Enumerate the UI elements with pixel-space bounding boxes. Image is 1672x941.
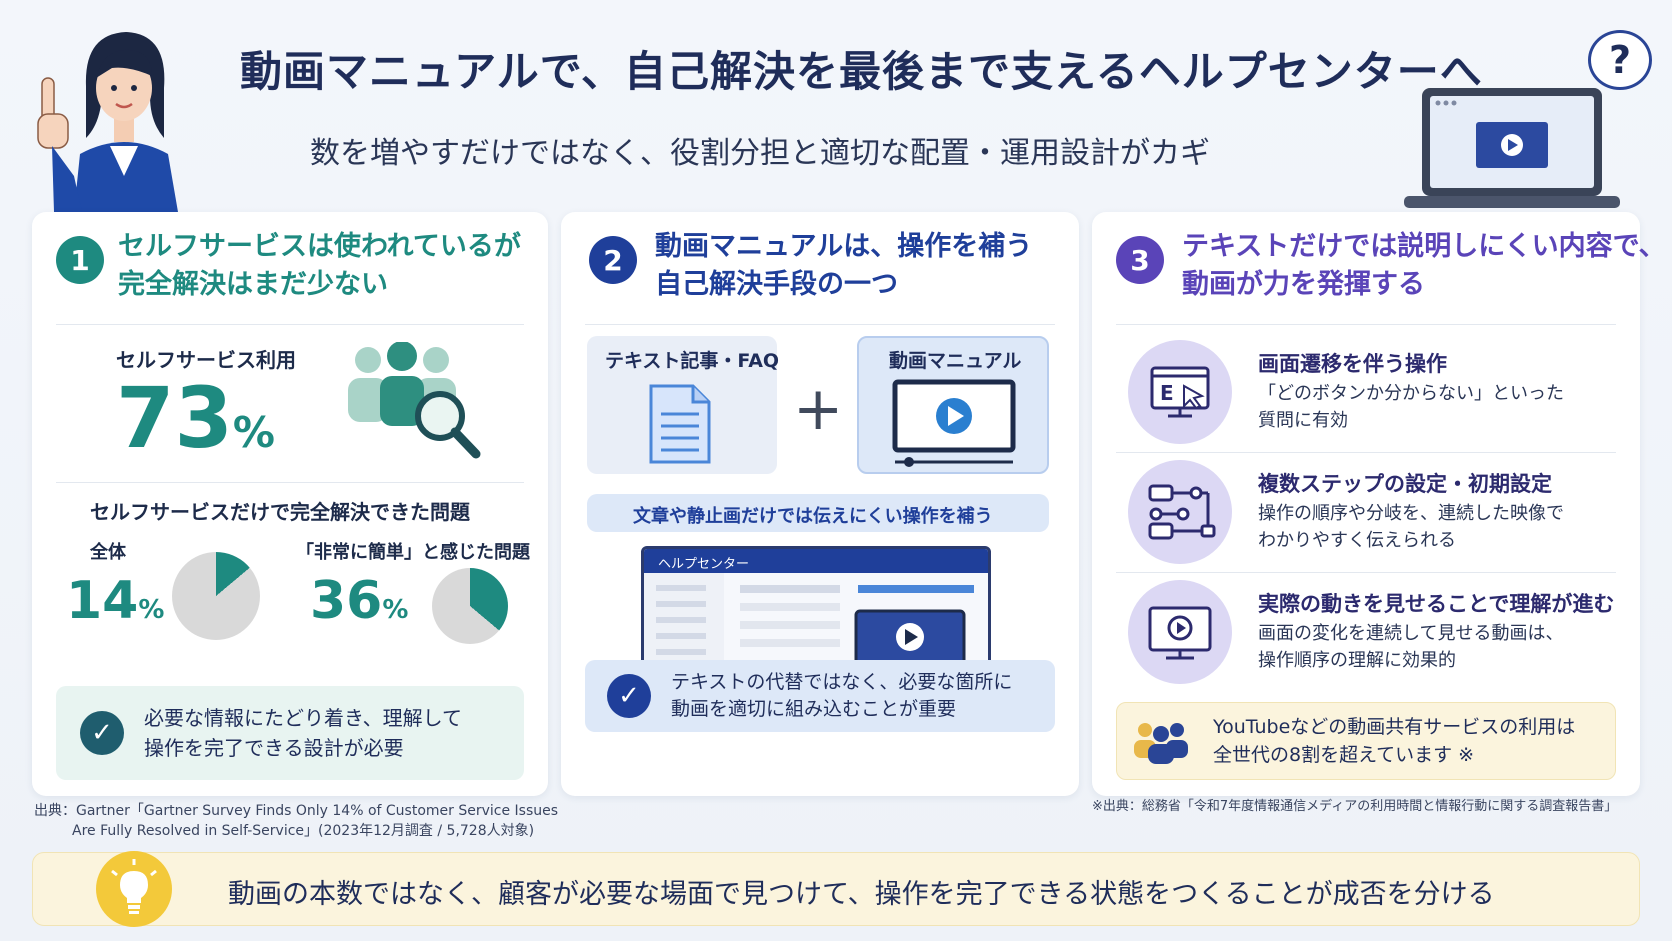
card1-title-line1: セルフサービスは使われているが [118, 231, 521, 262]
document-icon [649, 384, 711, 464]
card3-note-line2: 全世代の8割を超えています ※ [1213, 744, 1475, 766]
help-center-content [644, 573, 974, 667]
help-center-mock: ヘルプセンター [641, 546, 991, 670]
video-manual-label: 動画マニュアル [889, 350, 1022, 372]
card2-note: ✓ テキストの代替ではなく、必要な箇所に 動画を適切に組み込むことが重要 [585, 660, 1055, 732]
conclusion-text: 動画の本数ではなく、顧客が必要な場面で見つけて、操作を完了できる状態をつくること… [228, 879, 1495, 910]
feature-title: 複数ステップの設定・初期設定 [1258, 472, 1552, 496]
supplement-bar [587, 494, 1049, 532]
card-self-service: 1 セルフサービスは使われているが 完全解決はまだ少ない セルフサービス利用 7… [32, 212, 548, 796]
card1-title-line2: 完全解決はまだ少ない [118, 269, 388, 300]
video-player-icon [892, 379, 1016, 467]
card3-note: YouTubeなどの動画共有サービスの利用は 全世代の8割を超えています ※ [1116, 702, 1616, 780]
card2-title-line1: 動画マニュアルは、操作を補う [655, 231, 1033, 262]
easy-label: 「非常に簡単」と感じた問題 [296, 542, 530, 563]
people-group-icon [1134, 723, 1188, 764]
pie-chart-easy [432, 568, 508, 644]
card3-title-line1: テキストだけでは説明しにくい内容で、 [1182, 231, 1666, 262]
usage-label: セルフサービス利用 [116, 348, 296, 372]
usage-value: 73% [116, 369, 275, 467]
page-title: 動画マニュアルで、自己解決を最後まで支えるヘルプセンターへ [240, 47, 1483, 96]
card1-note: ✓ 必要な情報にたどり着き、理解して 操作を完了できる設計が必要 [56, 686, 524, 780]
check-icon: ✓ [80, 711, 124, 755]
pie-chart-overall [172, 552, 260, 640]
overall-value: 14% [66, 571, 165, 631]
feature-desc: 画面の変化を連続して見せる動画は、操作順序の理解に効果的 [1258, 623, 1564, 671]
screen-transition-icon: E [1128, 340, 1232, 444]
laptop-video-illustration [1404, 88, 1620, 208]
supplement-label: 文章や静止画だけでは伝えにくい操作を補う [633, 506, 993, 527]
feature-title: 実際の動きを見せることで理解が進む [1258, 592, 1615, 616]
check-icon: ✓ [607, 674, 651, 718]
svg-text:E: E [1160, 381, 1174, 405]
card-number-badge: 1 [56, 236, 104, 284]
card1-note-line2: 操作を完了できる設計が必要 [144, 736, 404, 760]
source-gartner: 出典：Gartner「Gartner Survey Finds Only 14%… [34, 803, 559, 839]
question-mark-icon: ? [1608, 38, 1632, 82]
source-soumu: ※出典：総務省「令和7年度情報通信メディアの利用時間と情報行動に関する調査報告書… [1092, 799, 1618, 814]
card3-note-line1: YouTubeなどの動画共有サービスの利用は [1213, 716, 1576, 738]
feature-desc: 「どのボタンか分からない」といった質問に有効 [1258, 383, 1564, 431]
plus-icon: + [793, 374, 844, 444]
feature-title: 画面遷移を伴う操作 [1258, 352, 1447, 376]
help-question-bubble: ? [1588, 30, 1652, 90]
card-video-strengths: 3 テキストだけでは説明しにくい内容で、 動画が力を発揮する E 画面遷移を伴う… [1092, 212, 1666, 796]
presenter-illustration [37, 32, 178, 212]
flowchart-icon [1128, 460, 1232, 564]
help-center-label: ヘルプセンター [644, 549, 988, 573]
overall-label: 全体 [90, 542, 126, 563]
card-number-badge: 2 [589, 236, 637, 284]
users-search-icon [348, 342, 481, 459]
resolved-label: セルフサービスだけで完全解決できた問題 [90, 500, 470, 524]
page-subtitle: 数を増やすだけではなく、役割分担と適切な配置・運用設計がカギ [310, 136, 1210, 171]
card1-note-line1: 必要な情報にたどり着き、理解して [144, 706, 462, 730]
card2-title-line2: 自己解決手段の一つ [655, 269, 898, 300]
text-faq-label: テキスト記事・FAQ [605, 350, 780, 372]
conclusion-banner [32, 852, 1640, 926]
video-monitor-icon [1128, 580, 1232, 684]
card-video-manual: 2 動画マニュアルは、操作を補う 自己解決手段の一つ テキスト記事・FAQ + … [561, 212, 1079, 796]
card2-note-line1: テキストの代替ではなく、必要な箇所に [671, 671, 1013, 693]
feature-desc: 操作の順序や分岐を、連続した映像でわかりやすく伝えられる [1258, 503, 1564, 551]
card-number-badge: 3 [1116, 236, 1164, 284]
easy-value: 36% [310, 571, 409, 631]
card3-title-line2: 動画が力を発揮する [1182, 269, 1425, 300]
card2-note-line2: 動画を適切に組み込むことが重要 [671, 698, 957, 720]
lightbulb-icon [96, 851, 172, 927]
